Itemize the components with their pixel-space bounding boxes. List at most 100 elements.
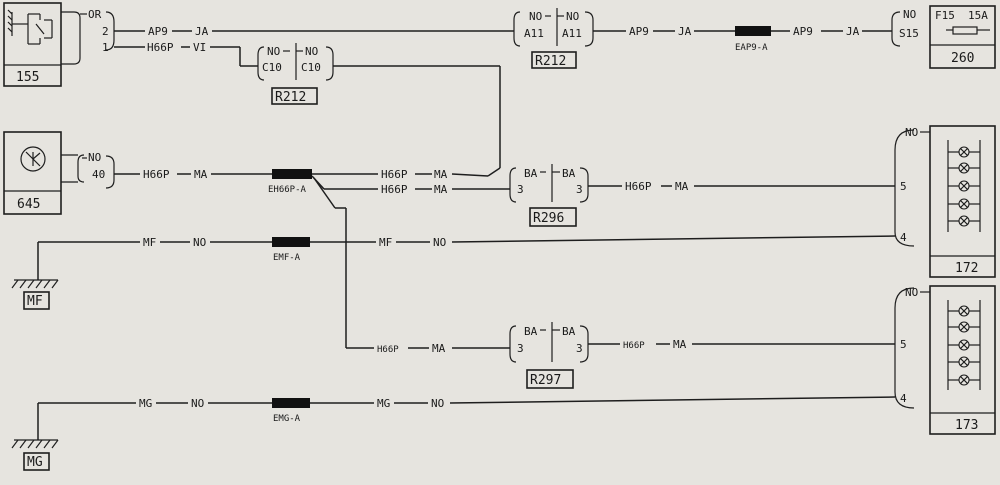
lamp-icon	[948, 305, 980, 317]
connector-r212-mid: NO NO C10 C10 R212	[257, 43, 334, 105]
wire-r212-to-eh66p	[333, 65, 501, 177]
c260-pin-no: NO	[903, 8, 916, 21]
r212-top-label-box	[531, 51, 577, 69]
wire-h66p-r297: H66P MA	[313, 177, 510, 355]
wire-label-mf-2: MF	[379, 236, 392, 249]
r297-label-box	[526, 369, 574, 389]
c172-pin-no: NO	[905, 126, 918, 139]
r296-label-box	[529, 207, 577, 227]
lamp-array-icon	[947, 140, 981, 232]
r297-pin-3-right: 3	[576, 342, 583, 355]
ground-mg-label-box	[23, 452, 50, 471]
c172-pin-4: 4	[900, 231, 907, 244]
splice-emfa-label: EMF-A	[273, 253, 301, 263]
c155-pin-or: OR	[88, 8, 102, 21]
wire-r297-173: H66P MA	[588, 338, 895, 351]
wire-h66p-645: H66P MA EH66P-A	[114, 168, 312, 195]
component-260-box	[929, 5, 996, 69]
wire-label-no-mf1: NO	[193, 236, 206, 249]
wire-label-ma-3: MA	[434, 183, 448, 196]
wire-label-mg-1: MG	[139, 397, 152, 410]
c173-pin-4: 4	[900, 392, 907, 405]
r212a-pin-no-right: NO	[566, 10, 579, 23]
c645-connector	[77, 154, 85, 183]
splice-eap9a-label: EAP9-A	[735, 43, 768, 53]
r296-pin-3-left: 3	[517, 183, 524, 196]
lamp-icon	[948, 374, 980, 386]
switch-icon	[7, 9, 53, 45]
ground-mf-label: MF	[27, 294, 43, 309]
wire-label-vi: VI	[193, 41, 206, 54]
wire-r296-172: H66P MA	[588, 180, 895, 193]
component-172-box	[929, 125, 996, 278]
wire-label-h66p-vi: H66P	[147, 41, 174, 54]
component-173: NO 5 4 173	[894, 285, 996, 435]
r212a-pin-no-left: NO	[529, 10, 542, 23]
component-155-label: 155	[16, 70, 39, 85]
component-645: 645 NO 40	[3, 131, 115, 215]
component-155-box	[3, 2, 62, 87]
wire-ap9-top: AP9 JA	[114, 25, 514, 38]
lamp-icon	[948, 180, 980, 192]
splice-emga-label: EMG-A	[273, 414, 301, 424]
lamp-icon	[948, 339, 980, 351]
wire-label-h66p-3: H66P	[381, 183, 408, 196]
wire-label-ma-5: MA	[432, 342, 446, 355]
ground-mg: MG MG NO EMG-A MG NO	[11, 396, 896, 471]
connector-r297: BA BA 3 3 R297	[509, 322, 589, 389]
r297-pin-ba-right: BA	[562, 325, 576, 338]
lamp-icon	[948, 162, 980, 174]
wire-label-h66p-6: H66P	[623, 341, 645, 351]
component-173-label: 173	[955, 418, 978, 433]
ground-mg-label: MG	[27, 455, 43, 470]
wire-label-mg-2: MG	[377, 397, 390, 410]
splice-emfa	[272, 237, 310, 247]
r212a-pin-a11-left: A11	[524, 27, 544, 40]
splice-eap9a	[735, 26, 771, 36]
component-260: NO S15 F15 15A 260	[891, 5, 996, 69]
r296-pin-ba-left: BA	[524, 167, 538, 180]
wire-ap9-right: AP9 JA EAP9-A AP9 JA	[593, 25, 892, 53]
wire-label-ma-2: MA	[434, 168, 448, 181]
c155-pin-1: 1	[102, 41, 109, 54]
r212b-pin-c10-left: C10	[262, 61, 282, 74]
ground-mf-label-box	[23, 291, 50, 310]
r212b-pin-no-left: NO	[267, 45, 280, 58]
wire-label-ap9-3: AP9	[793, 25, 813, 38]
c260-fuse-rating: 15A	[968, 9, 988, 22]
c155-pin-2: 2	[102, 25, 109, 38]
component-155-connector	[61, 11, 81, 65]
r296-pin-ba-right: BA	[562, 167, 576, 180]
r296-label: R296	[533, 211, 564, 226]
r212a-pin-a11-right: A11	[562, 27, 582, 40]
fuse-icon	[946, 26, 990, 35]
c173-pin-no: NO	[905, 286, 918, 299]
lamp-array-icon	[947, 300, 981, 390]
ground-icon	[11, 439, 59, 449]
connector-r296: BA BA 3 3 R296	[509, 164, 589, 227]
c172-pin-5: 5	[900, 180, 907, 193]
r212-top-label: R212	[535, 54, 566, 69]
splice-eh66pa	[272, 169, 312, 179]
lamp-icon	[948, 215, 980, 227]
splice-emga	[272, 398, 310, 408]
lamp-icon	[948, 146, 980, 158]
wire-label-h66p-1: H66P	[143, 168, 170, 181]
wire-h66p-top-branch: H66P MA	[312, 168, 489, 181]
r297-pin-ba-left: BA	[524, 325, 538, 338]
component-260-label: 260	[951, 51, 974, 66]
wire-label-ma-4: MA	[675, 180, 689, 193]
wire-label-h66p-2: H66P	[381, 168, 408, 181]
c260-fuse-name: F15	[935, 9, 955, 22]
r296-pin-3-right: 3	[576, 183, 583, 196]
wire-label-no-mg1: NO	[191, 397, 204, 410]
r212b-pin-no-right: NO	[305, 45, 318, 58]
c260-pin-s15: S15	[899, 27, 919, 40]
r297-label: R297	[530, 373, 561, 388]
component-645-box	[3, 131, 62, 215]
wire-label-mf-1: MF	[143, 236, 156, 249]
lamp-icon	[948, 356, 980, 368]
r212b-pin-c10-right: C10	[301, 61, 321, 74]
